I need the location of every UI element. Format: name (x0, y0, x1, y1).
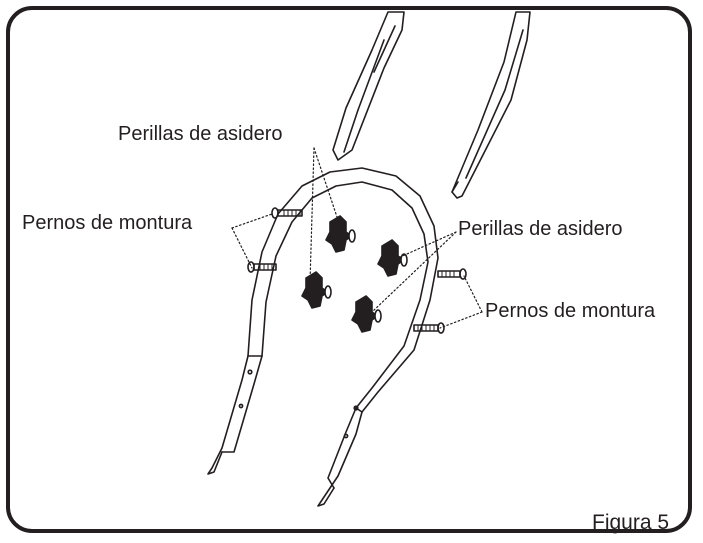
handle-knob-1 (325, 215, 356, 253)
handle-knob-2 (377, 239, 408, 277)
figure-caption: Figura 5 (592, 511, 670, 534)
handle-knob-3 (301, 271, 332, 309)
mounting-bolt-3 (437, 268, 467, 280)
label-mounting-bolts-left: Pernos de montura (22, 212, 193, 234)
upper-handle-left-tube (332, 11, 405, 161)
leader-lines (231, 147, 483, 329)
upper-handle-right-tube (451, 11, 531, 199)
mounting-bolt-4 (413, 322, 445, 334)
mounting-bolt-2 (247, 261, 277, 273)
label-handle-knobs-right: Perillas de asidero (458, 218, 623, 240)
handle-knob-4 (351, 295, 382, 333)
mounting-bolt-1 (271, 207, 303, 219)
lower-u-handle (207, 167, 439, 507)
label-handle-knobs-top: Perillas de asidero (118, 123, 283, 145)
label-mounting-bolts-right: Pernos de montura (485, 300, 656, 322)
figure-frame (6, 6, 692, 533)
